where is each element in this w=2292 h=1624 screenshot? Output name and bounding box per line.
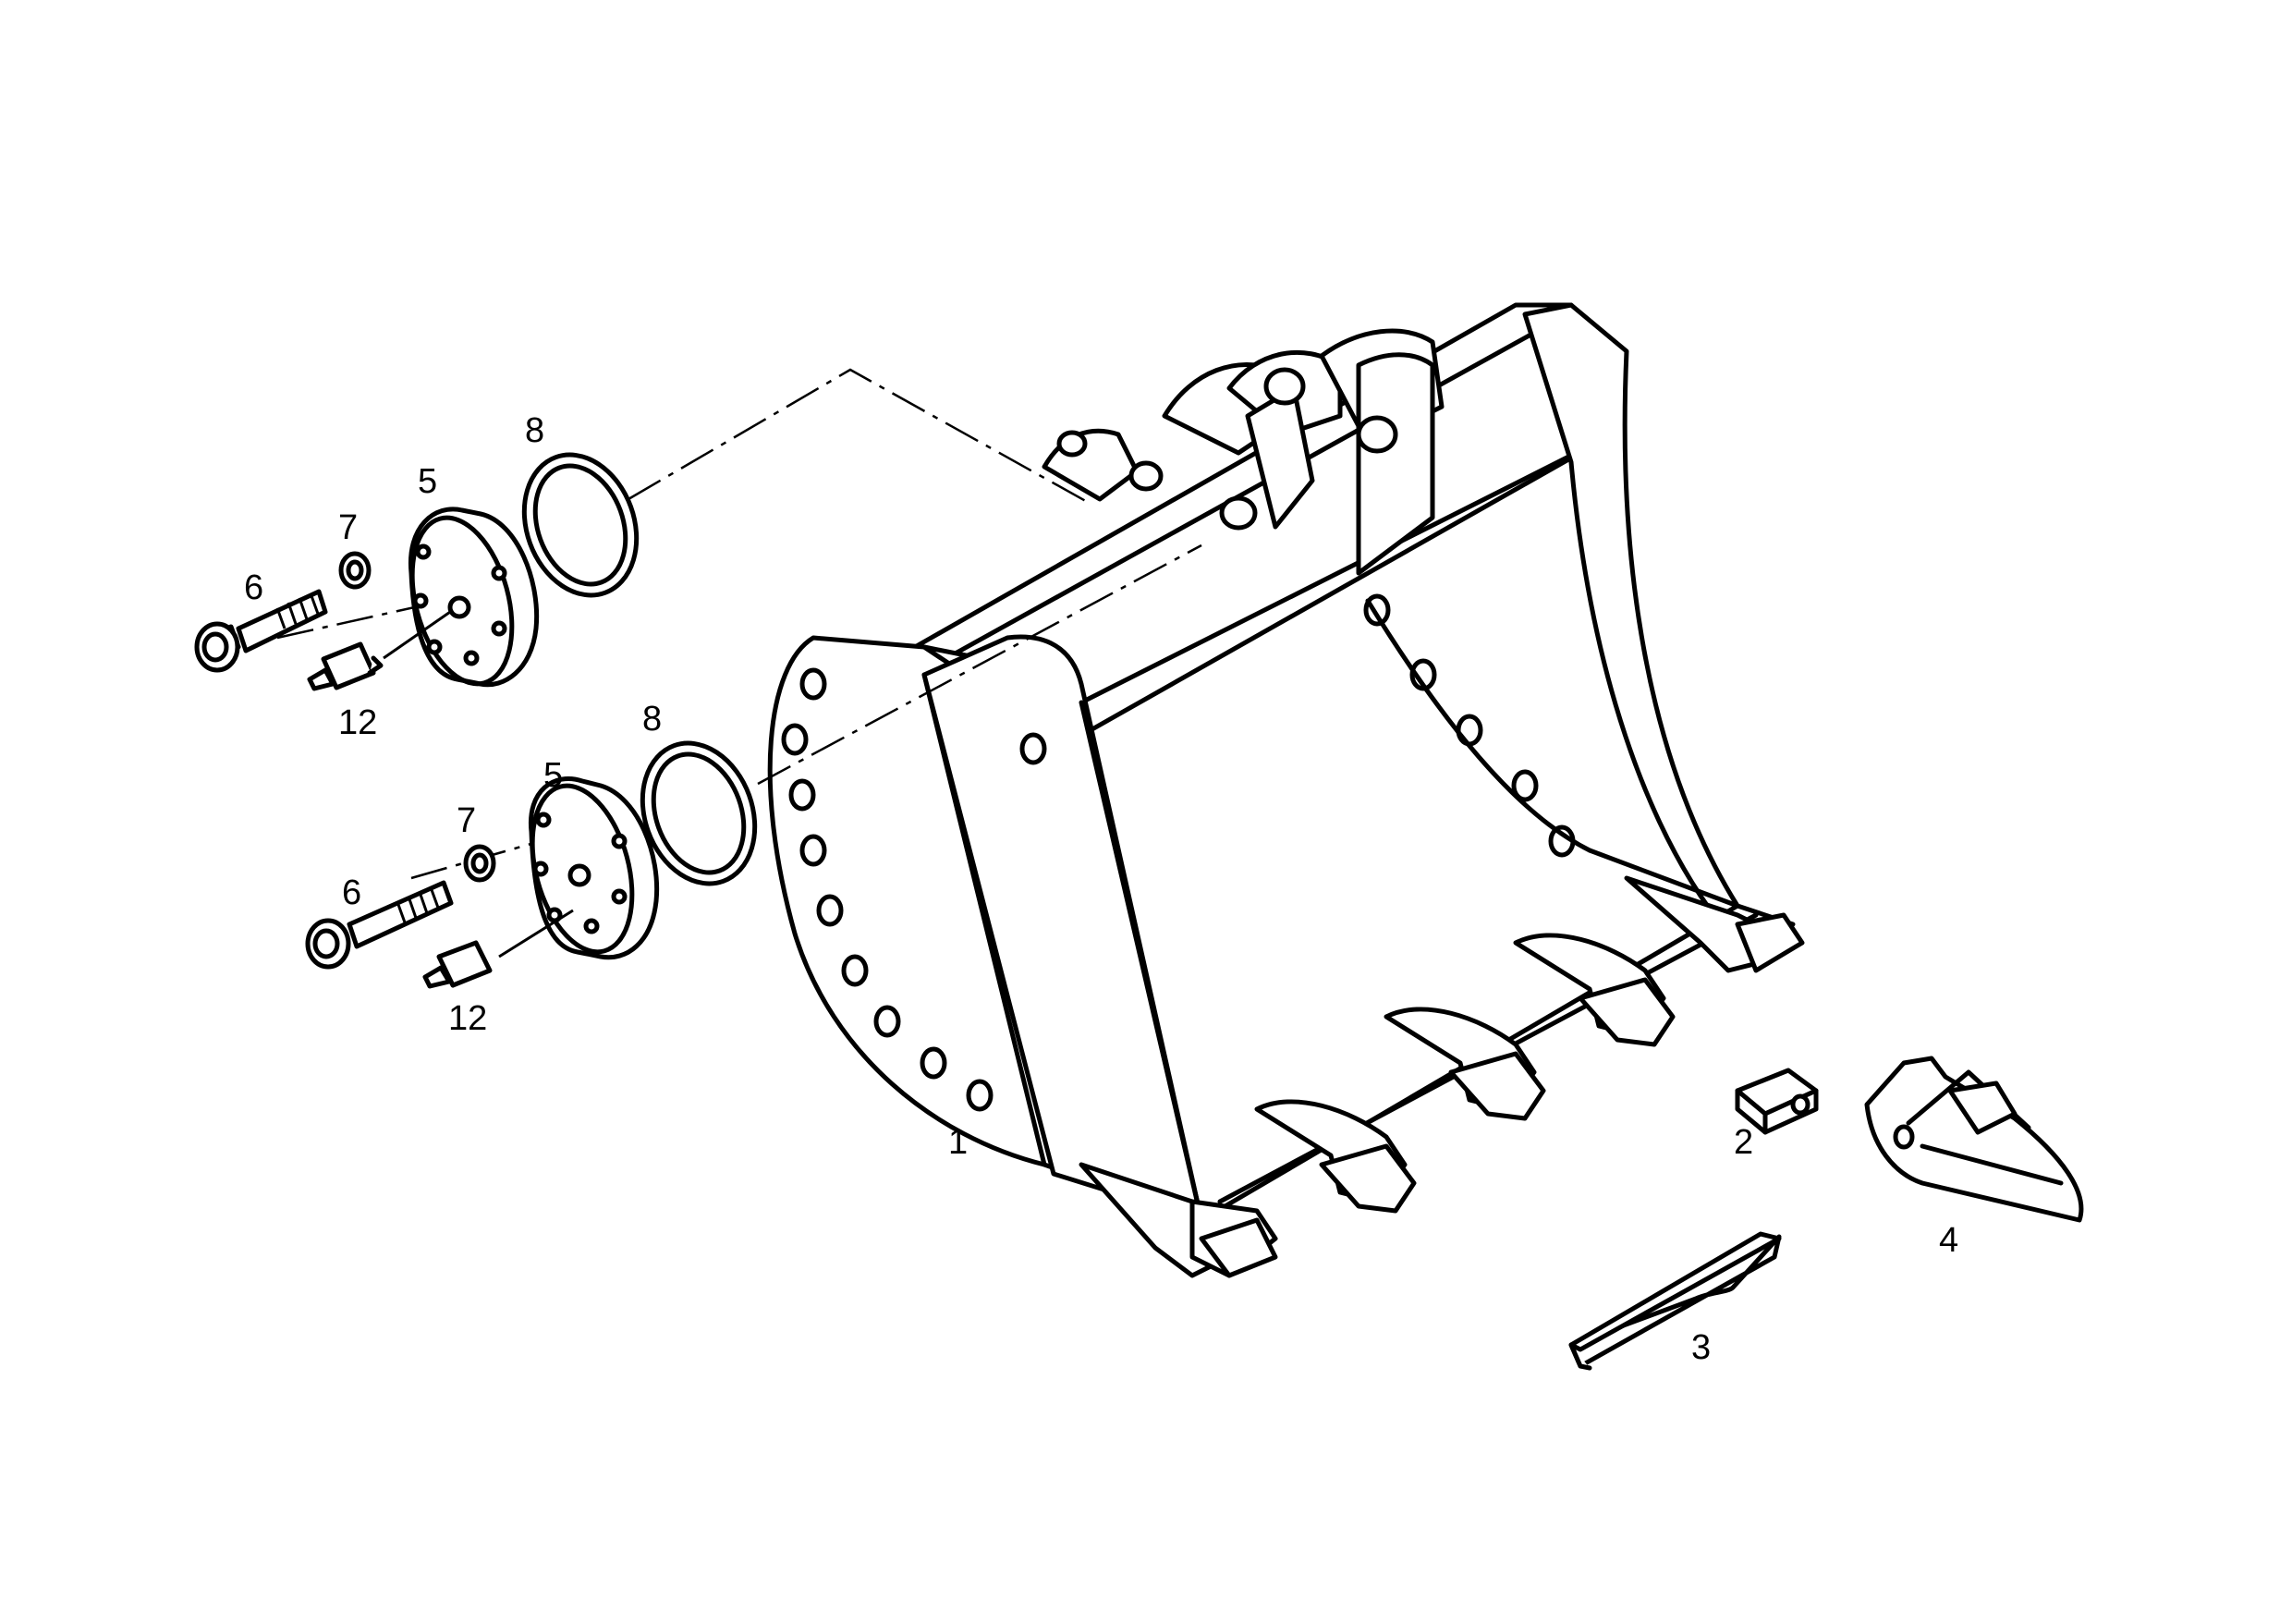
callout-12-lower: 12 bbox=[448, 999, 487, 1038]
callout-5-lower: 5 bbox=[543, 756, 563, 795]
loose-parts bbox=[1568, 1056, 2084, 1371]
callout-1: 1 bbox=[948, 1123, 968, 1162]
callout-6-upper: 6 bbox=[244, 568, 263, 607]
callout-7-lower: 7 bbox=[457, 801, 476, 840]
bucket-teeth bbox=[1254, 933, 1676, 1214]
callout-8-upper: 8 bbox=[525, 411, 544, 450]
callout-12-upper: 12 bbox=[338, 703, 377, 742]
upper-pin-assembly bbox=[194, 452, 640, 691]
callout-5-upper: 5 bbox=[418, 462, 437, 501]
callout-4: 4 bbox=[1939, 1221, 1958, 1260]
callout-3: 3 bbox=[1691, 1328, 1711, 1367]
callout-6-lower: 6 bbox=[342, 873, 361, 912]
callout-labels: 1 2 3 4 5 5 6 6 7 7 8 8 12 12 bbox=[244, 411, 1958, 1367]
bucket-drawing bbox=[767, 302, 1805, 1278]
lower-pin-assembly bbox=[305, 740, 758, 989]
callout-7-upper: 7 bbox=[338, 508, 358, 547]
callout-8-lower: 8 bbox=[642, 700, 662, 739]
callout-2: 2 bbox=[1734, 1123, 1753, 1162]
